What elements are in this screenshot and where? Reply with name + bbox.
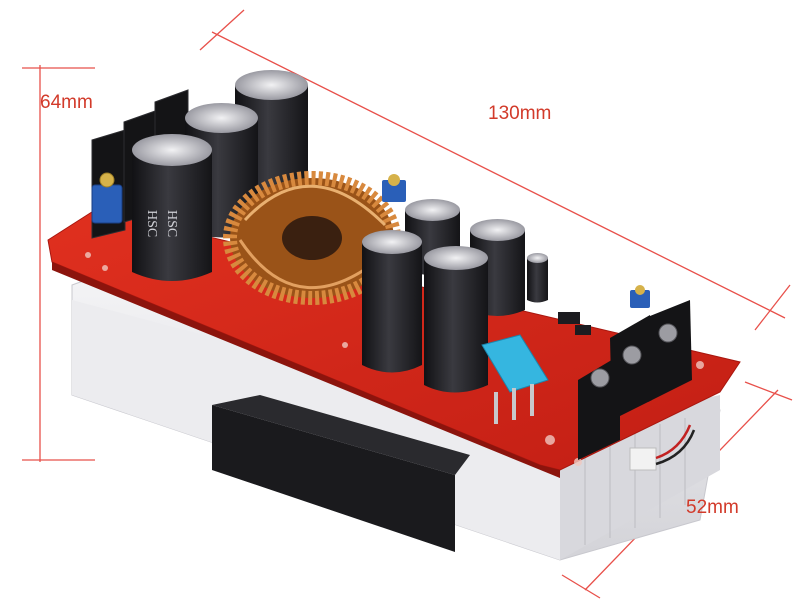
capacitor-front-4 <box>424 246 488 393</box>
capacitor-large-3: HSC HSC <box>132 134 212 281</box>
capacitor-print-2: HSC <box>164 210 179 237</box>
fan-connector <box>629 424 696 471</box>
dimension-label-length: 130mm <box>488 103 552 124</box>
blade-fuse <box>481 334 549 424</box>
capacitor-front-3 <box>362 230 422 373</box>
screw-terminal-block <box>578 300 692 460</box>
trim-potentiometer-center <box>382 174 406 202</box>
capacitor-small <box>527 253 548 303</box>
trim-potentiometer-left <box>91 172 123 224</box>
dimension-label-height: 64mm <box>40 92 93 113</box>
dimension-label-width: 52mm <box>686 497 739 518</box>
capacitor-print: HSC <box>144 210 159 237</box>
capacitor-group-front <box>362 199 548 393</box>
dimension-line-height <box>22 65 95 462</box>
cooling-fan <box>212 395 470 552</box>
dimension-line-length <box>199 9 791 331</box>
smd-ic <box>558 312 591 335</box>
trim-potentiometer-right <box>630 285 650 308</box>
